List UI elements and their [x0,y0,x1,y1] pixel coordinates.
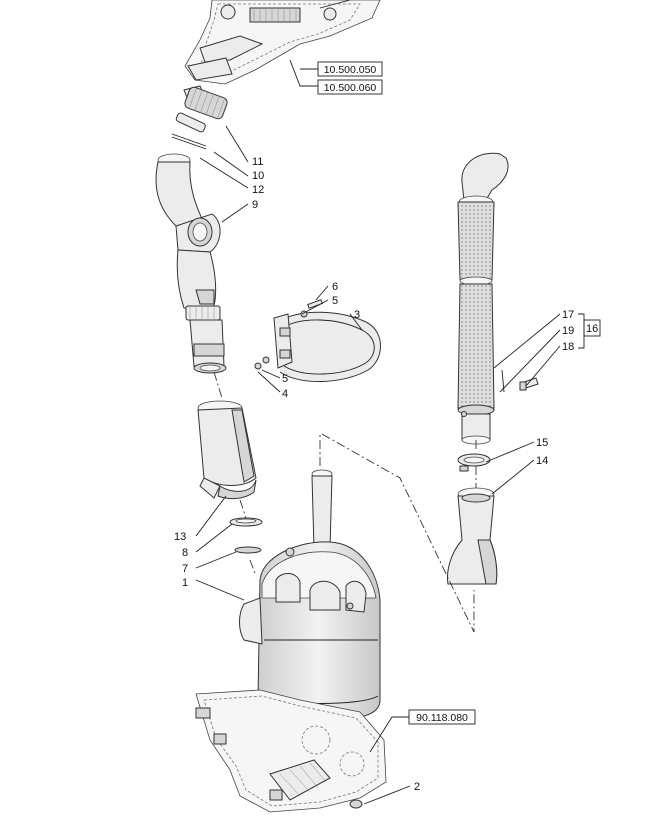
callout-3[interactable]: 3 [354,309,360,321]
exhaust-stack [457,152,539,445]
top-engine-frame-assembly [184,0,381,85]
callout-17[interactable]: 17 [562,309,574,321]
callout-14[interactable]: 14 [536,455,548,467]
muffler-assembly [239,469,381,721]
callout-7[interactable]: 7 [182,563,188,575]
callout-labels: 11 10 12 9 6 5 3 5 4 17 19 18 16 15 14 1… [174,156,598,793]
callout-12[interactable]: 12 [252,184,264,196]
callout-11[interactable]: 11 [252,156,263,168]
callout-13[interactable]: 13 [174,531,186,543]
callout-15[interactable]: 15 [536,437,548,449]
callout-18[interactable]: 18 [562,341,574,353]
reference-box-group-top: 10.500.050 10.500.060 [289,59,383,95]
callout-2[interactable]: 2 [414,781,420,793]
reference-code: 10.500.060 [324,82,377,94]
callout-5-upper[interactable]: 5 [332,295,338,307]
callout-1[interactable]: 1 [182,577,188,589]
reference-box[interactable] [317,79,383,95]
stack-clamp-and-adapter [447,453,498,585]
reference-code: 90.118.080 [416,712,468,724]
reference-code: 10.500.050 [324,64,377,76]
callout-8[interactable]: 8 [182,547,188,559]
callout-6[interactable]: 6 [332,281,338,293]
muffler-mounting-strap [254,299,381,382]
connector-pipe [197,400,257,519]
callout-10[interactable]: 10 [252,170,264,182]
turbo-outlet-clamp-parts [171,85,228,150]
leader-lines [195,125,561,805]
callout-5-lower[interactable]: 5 [282,373,288,385]
exhaust-pipe-bent [155,153,227,399]
callout-4[interactable]: 4 [282,388,288,400]
callout-19[interactable]: 19 [562,325,574,337]
callout-16[interactable]: 16 [586,323,598,335]
gasket-parts [229,517,263,554]
bottom-frame-assembly [195,689,387,813]
callout-9[interactable]: 9 [252,199,258,211]
